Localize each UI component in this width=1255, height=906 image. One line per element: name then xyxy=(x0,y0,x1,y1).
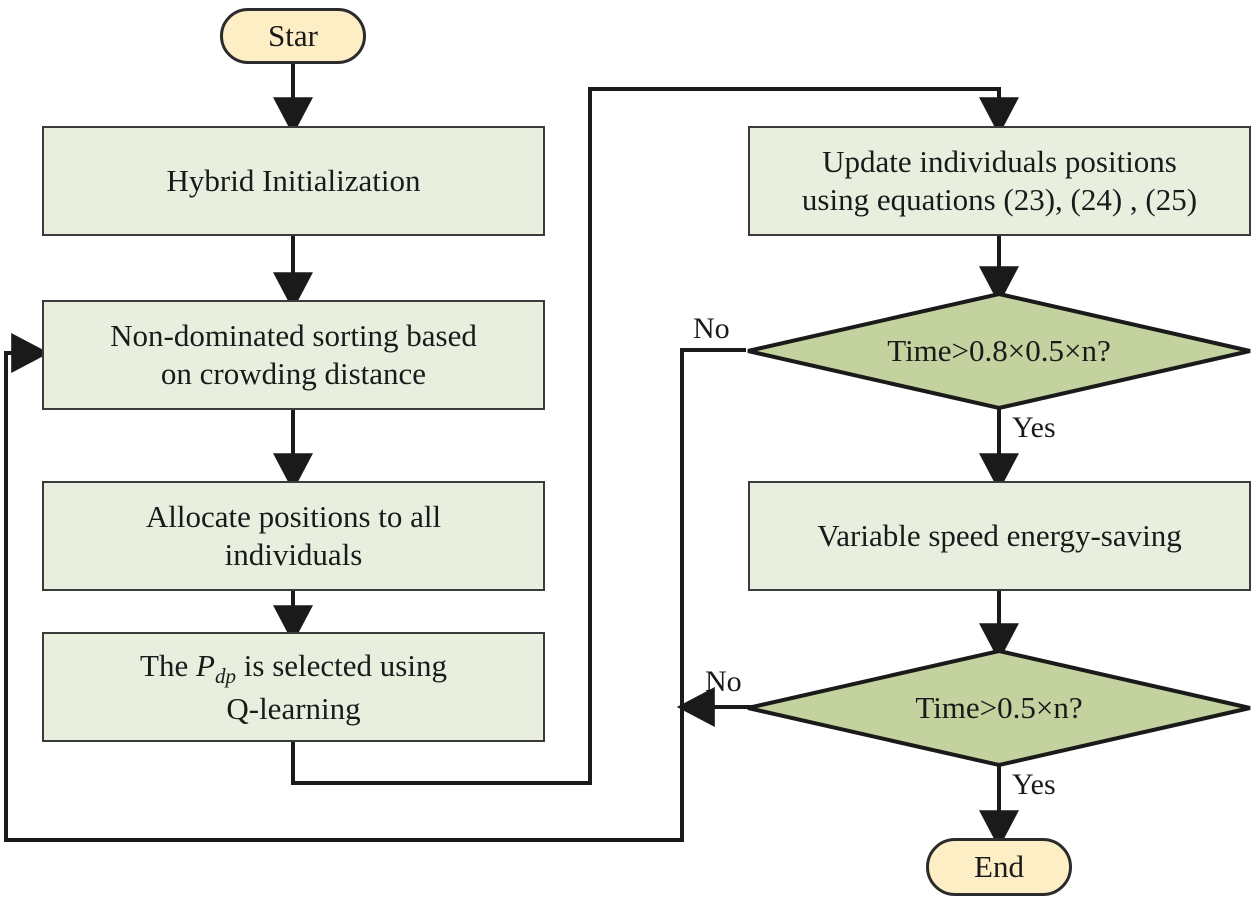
node-non-dominated-sorting-line2: on crowding distance xyxy=(160,356,427,391)
node-allocate-positions-line2: individuals xyxy=(224,537,363,572)
node-update-positions-line2: using equations (23), (24) , (25) xyxy=(801,182,1198,217)
edge-return-to-sorting xyxy=(4,333,684,842)
node-qlearning-selection-line1: The Pdp is selected using xyxy=(140,647,447,690)
edge-label-decision1-no: No xyxy=(693,312,730,345)
node-variable-speed[interactable]: Variable speed energy-saving xyxy=(748,481,1251,591)
node-allocate-positions[interactable]: Allocate positions to all individuals xyxy=(42,481,545,591)
node-update-positions-line1: Update individuals positions xyxy=(822,144,1177,180)
node-decision-time-05[interactable]: Time>0.5×n? xyxy=(746,648,1252,768)
node-allocate-positions-line1: Allocate positions to all xyxy=(145,499,442,535)
node-non-dominated-sorting-text: Non-dominated sorting based on crowding … xyxy=(110,317,477,393)
node-update-positions-text: Update individuals positions using equat… xyxy=(802,143,1197,219)
node-allocate-positions-text: Allocate positions to all individuals xyxy=(146,498,441,574)
node-start[interactable]: Star xyxy=(220,8,366,64)
node-variable-speed-label: Variable speed energy-saving xyxy=(817,518,1182,554)
node-end[interactable]: End xyxy=(926,838,1072,896)
node-start-label: Star xyxy=(268,18,318,54)
node-qlearning-prefix: The xyxy=(140,647,196,683)
node-end-label: End xyxy=(974,849,1024,885)
node-qlearning-symbol: Pdp xyxy=(196,647,237,688)
node-hybrid-initialization[interactable]: Hybrid Initialization xyxy=(42,126,545,236)
node-non-dominated-sorting[interactable]: Non-dominated sorting based on crowding … xyxy=(42,300,545,410)
node-qlearning-suffix: is selected using xyxy=(236,647,447,683)
node-decision-time-08[interactable]: Time>0.8×0.5×n? xyxy=(746,291,1252,411)
edge-qlearning-to-update xyxy=(291,87,1019,785)
edge-label-decision1-yes: Yes xyxy=(1012,411,1056,444)
node-qlearning-selection[interactable]: The Pdp is selected using Q-learning xyxy=(42,632,545,742)
node-qlearning-selection-line2: Q-learning xyxy=(226,690,361,726)
edge-decision1-no-path xyxy=(680,348,746,707)
node-non-dominated-sorting-line1: Non-dominated sorting based xyxy=(110,318,477,354)
edge-label-decision2-yes: Yes xyxy=(1012,768,1056,801)
node-hybrid-initialization-label: Hybrid Initialization xyxy=(166,163,421,199)
node-update-positions[interactable]: Update individuals positions using equat… xyxy=(748,126,1251,236)
edge-label-decision2-no: No xyxy=(705,665,742,698)
node-qlearning-selection-text: The Pdp is selected using Q-learning xyxy=(140,647,447,728)
